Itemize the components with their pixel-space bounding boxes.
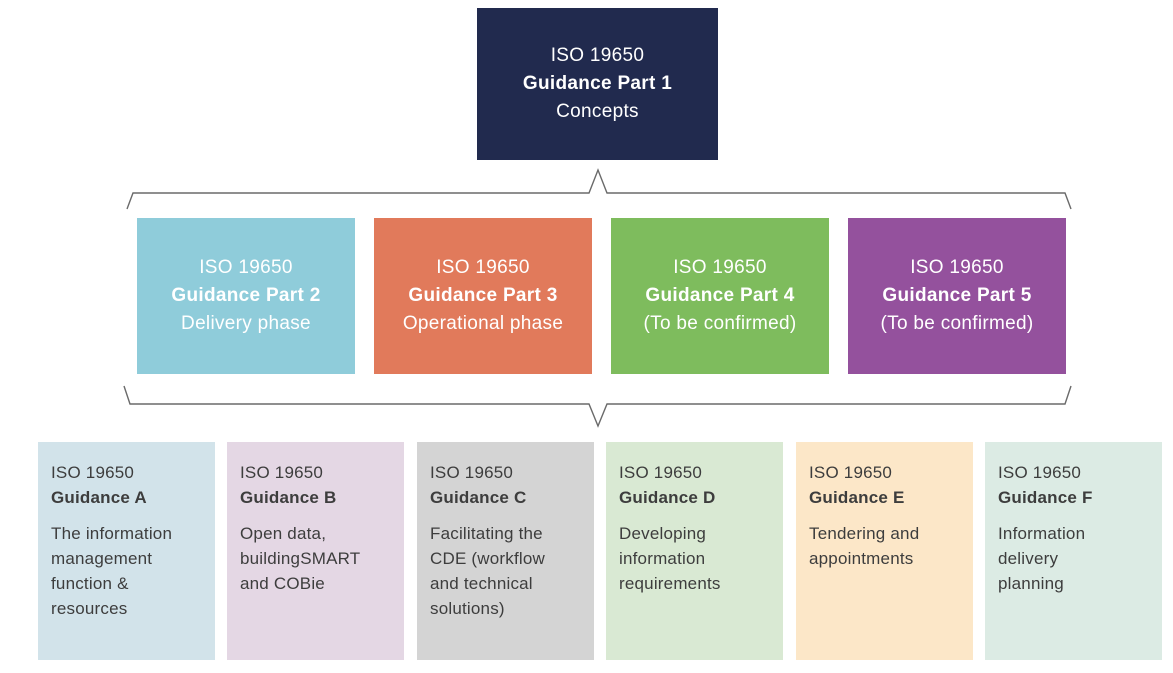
guidance-part-5-box: ISO 19650 Guidance Part 5 (To be confirm… <box>848 218 1066 374</box>
box-line-standard: ISO 19650 <box>910 257 1004 278</box>
card-description: Information delivery planning <box>998 524 1086 593</box>
card-title: Guidance B <box>240 488 337 507</box>
box-line-standard: ISO 19650 <box>673 257 767 278</box>
card-title: Guidance A <box>51 488 147 507</box>
box-line-title: Guidance Part 2 <box>171 285 321 306</box>
card-standard-label: ISO 19650 <box>51 463 135 482</box>
guidance-part-5-text: ISO 19650 Guidance Part 5 (To be confirm… <box>881 254 1034 338</box>
card-standard-label: ISO 19650 <box>998 463 1082 482</box>
box-line-title: Guidance Part 4 <box>645 285 795 306</box>
guidance-b-card: ISO 19650 Guidance B Open data, building… <box>227 442 404 660</box>
card-standard-label: ISO 19650 <box>430 463 514 482</box>
box-line-subtitle: Delivery phase <box>181 313 311 334</box>
box-line-subtitle: Operational phase <box>402 313 564 334</box>
card-title: Guidance E <box>809 488 905 507</box>
guidance-f-card: ISO 19650 Guidance F Information deliver… <box>985 442 1162 660</box>
card-standard-label: ISO 19650 <box>809 463 893 482</box>
card-description: Open data, buildingSMART and COBie <box>240 524 361 593</box>
guidance-part-4-box: ISO 19650 Guidance Part 4 (To be confirm… <box>611 218 829 374</box>
guidance-part-1-text: ISO 19650 Guidance Part 1 Concepts <box>523 42 672 126</box>
box-line-title: Guidance Part 3 <box>408 285 558 306</box>
guidance-part-1-box: ISO 19650 Guidance Part 1 Concepts <box>477 8 718 160</box>
top-brace-connector <box>126 168 1072 210</box>
card-title: Guidance D <box>619 488 716 507</box>
guidance-part-2-box: ISO 19650 Guidance Part 2 Delivery phase <box>137 218 355 374</box>
box-line-standard: ISO 19650 <box>436 257 530 278</box>
guidance-d-card: ISO 19650 Guidance D Developing informat… <box>606 442 783 660</box>
guidance-c-card: ISO 19650 Guidance C Facilitating the CD… <box>417 442 594 660</box>
guidance-e-card: ISO 19650 Guidance E Tendering and appoi… <box>796 442 973 660</box>
box-line-title: Guidance Part 5 <box>882 285 1032 306</box>
box-line-subtitle: (To be confirmed) <box>880 313 1034 334</box>
guidance-part-3-text: ISO 19650 Guidance Part 3 Operational ph… <box>403 254 563 338</box>
guidance-part-3-box: ISO 19650 Guidance Part 3 Operational ph… <box>374 218 592 374</box>
card-standard-label: ISO 19650 <box>240 463 324 482</box>
card-description: The information management function & re… <box>51 524 173 618</box>
card-description: Tendering and appointments <box>809 524 920 568</box>
bottom-brace-connector <box>123 385 1072 428</box>
card-description: Facilitating the CDE (workflow and techn… <box>430 524 546 618</box>
box-line-standard: ISO 19650 <box>199 257 293 278</box>
card-title: Guidance F <box>998 488 1093 507</box>
box-line-subtitle: Concepts <box>556 101 639 122</box>
guidance-part-4-text: ISO 19650 Guidance Part 4 (To be confirm… <box>644 254 797 338</box>
card-title: Guidance C <box>430 488 527 507</box>
card-standard-label: ISO 19650 <box>619 463 703 482</box>
guidance-a-card: ISO 19650 Guidance A The information man… <box>38 442 215 660</box>
card-description: Developing information requirements <box>619 524 721 593</box>
box-line-title: Guidance Part 1 <box>522 73 673 94</box>
box-line-subtitle: (To be confirmed) <box>643 313 797 334</box>
box-line-standard: ISO 19650 <box>550 45 645 66</box>
guidance-part-2-text: ISO 19650 Guidance Part 2 Delivery phase <box>171 254 320 338</box>
